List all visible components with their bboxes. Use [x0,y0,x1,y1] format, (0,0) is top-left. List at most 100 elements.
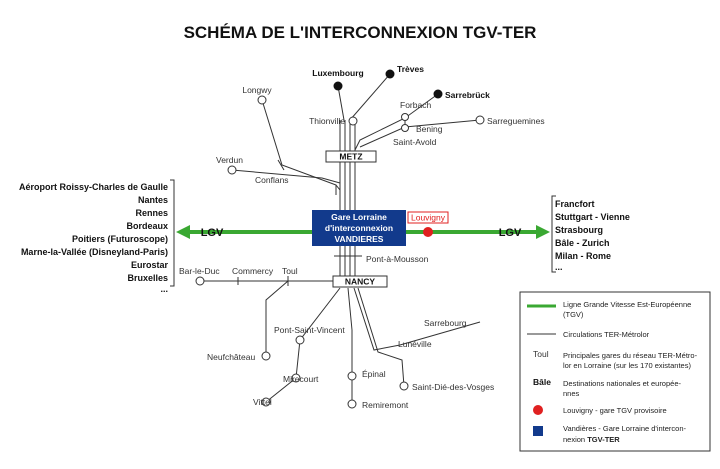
legend-toul-key: Toul [533,349,549,359]
node-sarrebruck [433,89,443,99]
ter-lines [200,73,481,404]
legend: Ligne Grande Vitesse Est-Européenne (TGV… [519,291,711,452]
rail-verdun [231,169,341,184]
label-verdun: Verdun [216,155,243,165]
right-destinations: Francfort Stuttgart - Vienne Strasbourg … [551,195,630,273]
diagram-title: SCHÉMA DE L'INTERCONNEXION TGV-TER [184,23,537,42]
rail-neufchateau [265,280,289,356]
rail-longwy [261,99,337,195]
left-dest-8: ... [160,284,168,294]
nancy-label: NANCY [345,277,376,287]
legend-bale-key: Bâle [533,377,551,387]
right-dest-5: ... [555,262,563,272]
lgv-label-left: LGV [201,227,224,239]
hub-line-1: Gare Lorraine [331,212,387,222]
label-luneville: Lunéville [398,339,432,349]
left-dest-4: Poitiers (Futuroscope) [72,234,168,244]
legend-ter: Circulations TER-Métrolor [563,330,650,339]
label-conflans: Conflans [255,175,289,185]
right-dest-0: Francfort [555,199,595,209]
legend-bale-line1: Destinations nationales et europée- [563,379,681,388]
node-vittel [261,397,271,407]
rail-sarrebruck [354,93,439,151]
rail-luxembourg [337,85,345,121]
rail-remiremont [347,287,353,404]
label-mirecourt: Mirecourt [283,374,319,384]
label-treves: Trèves [397,64,424,74]
label-vittel: Vittel [253,397,272,407]
rail-saint-die [357,287,405,387]
label-sarrebourg: Sarrebourg [424,318,467,328]
node-neufchateau [261,351,271,361]
legend-box [519,291,711,452]
left-dest-7: Bruxelles [127,273,168,283]
node-thionville [348,116,358,126]
node-bening [401,124,409,132]
label-longwy: Longwy [242,85,272,95]
label-forbach: Forbach [400,100,431,110]
legend-louvigny-dot [533,405,543,415]
lgv-arrow-left-icon [176,225,190,239]
hub-line-3: VANDIERES [335,234,384,244]
node-longwy [257,95,267,105]
legend-lgv-line1: Ligne Grande Vitesse Est-Européenne [563,300,691,309]
label-thionville: Thionville [309,116,345,126]
left-dest-3: Bordeaux [126,221,168,231]
label-bening: Bening [416,124,443,134]
legend-louvigny: Louvigny - gare TGV provisoire [563,406,667,415]
conflans-tick [277,159,285,171]
node-forbach [401,113,409,121]
lgv-label-right: LGV [499,227,522,239]
legend-toul-line1: Principales gares du réseau TER-Métro- [563,351,698,360]
right-bracket [551,195,556,273]
legend-bale-line2: nnes [563,389,580,398]
lgv-arrow-right-icon [536,225,550,239]
label-bar-le-duc: Bar-le-Duc [179,266,220,276]
station-nodes [195,69,485,409]
node-mirecourt [291,373,301,383]
node-saint-die [399,381,409,391]
node-pont-saint-vincent [295,335,305,345]
label-saint-avold: Saint-Avold [393,137,437,147]
legend-vandieres-line1: Vandières - Gare Lorraine d'intercon- [563,424,687,433]
vandieres-hub [312,210,406,246]
rail-conflans-join [335,184,341,191]
legend-vandieres-line2a: nexion [563,435,587,444]
label-toul: Toul [282,266,298,276]
left-destinations: Aéroport Roissy-Charles de Gaulle Nantes… [19,179,175,294]
right-dest-3: Bâle - Zurich [555,238,610,248]
label-commercy: Commercy [232,266,274,276]
label-sarrebruck: Sarrebrück [445,90,490,100]
nancy-box [332,275,388,288]
louvigny-box [407,211,449,224]
node-bar-le-duc [195,276,205,286]
legend-toul-line2: lor en Lorraine (sur les 170 existantes) [563,361,691,370]
label-pont-a-mousson: Pont-à-Mousson [366,254,429,264]
louvigny-dot [423,227,433,237]
right-dest-1: Stuttgart - Vienne [555,212,630,222]
rail-treves [349,73,391,121]
label-sarreguemines: Sarreguemines [487,116,545,126]
node-verdun [227,165,237,175]
metz-box [325,150,377,163]
label-remiremont: Remiremont [362,400,409,410]
rail-sarrebourg [353,287,481,351]
label-pont-saint-vincent: Pont-Saint-Vincent [274,325,345,335]
left-dest-0: Aéroport Roissy-Charles de Gaulle [19,182,168,192]
left-dest-5: Marne-la-Vallée (Disneyland-Paris) [21,247,168,257]
legend-vandieres-line2b: TGV-TER [587,435,620,444]
right-dest-4: Milan - Rome [555,251,611,261]
legend-lgv-line2: (TGV) [563,310,584,319]
legend-vandieres-line2: nexion TGV-TER [563,435,620,444]
node-remiremont [347,399,357,409]
node-sarreguemines [475,115,485,125]
node-epinal [347,371,357,381]
node-treves [385,69,395,79]
left-dest-1: Nantes [138,195,168,205]
metz-label: METZ [339,152,362,162]
node-luxembourg [333,81,343,91]
rail-vittel [265,287,341,403]
left-bracket [170,179,175,287]
label-saint-die: Saint-Dié-des-Vosges [412,382,494,392]
